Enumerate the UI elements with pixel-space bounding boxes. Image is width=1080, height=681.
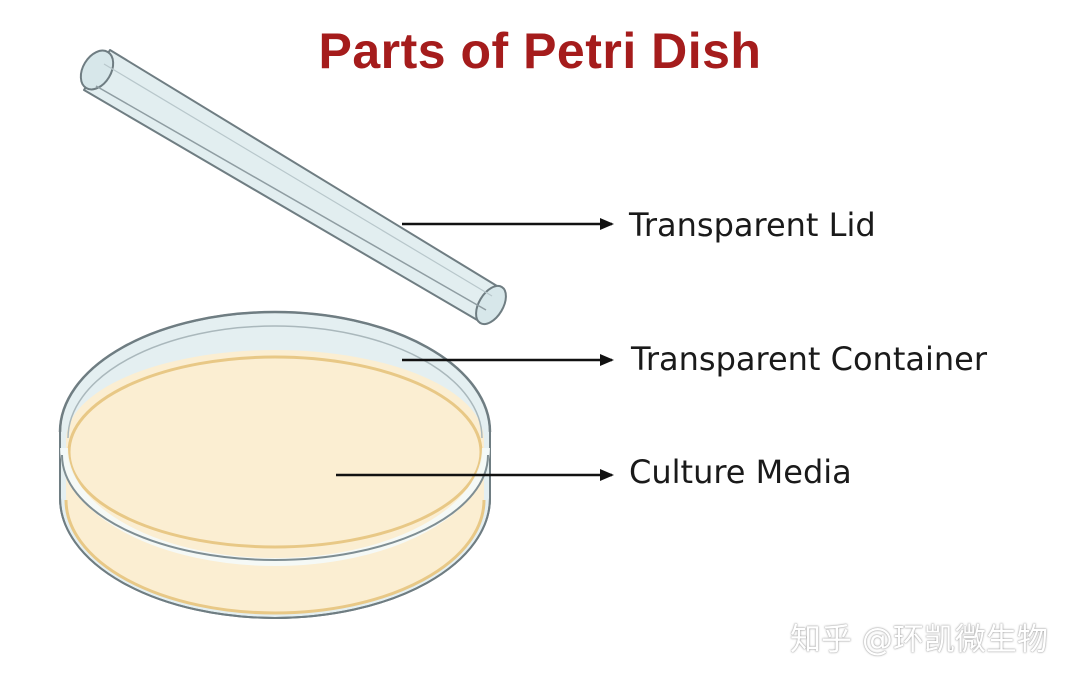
culture-media-bottom-edge xyxy=(64,499,486,615)
lid-top-end xyxy=(79,49,115,91)
page-title: Parts of Petri Dish xyxy=(318,23,762,79)
label-transparent-container: Transparent Container xyxy=(631,340,987,378)
culture-media-surface xyxy=(67,355,483,549)
container-bottom-contour xyxy=(59,497,491,619)
petri-lid xyxy=(79,49,507,326)
label-transparent-lid: Transparent Lid xyxy=(629,206,876,244)
lid-body xyxy=(83,49,498,325)
lid-rim-line xyxy=(95,85,487,311)
petri-container xyxy=(58,310,492,619)
label-culture-media: Culture Media xyxy=(629,453,852,491)
container-rim-highlight xyxy=(60,447,490,566)
container-top-rim xyxy=(58,310,492,433)
lid-inner-line xyxy=(103,63,493,297)
watermark: 知乎 @环凯微生物 xyxy=(790,622,1048,658)
container-inner-rim xyxy=(67,325,483,439)
container-front-rim xyxy=(61,454,489,561)
lid-bottom-end xyxy=(475,284,507,326)
